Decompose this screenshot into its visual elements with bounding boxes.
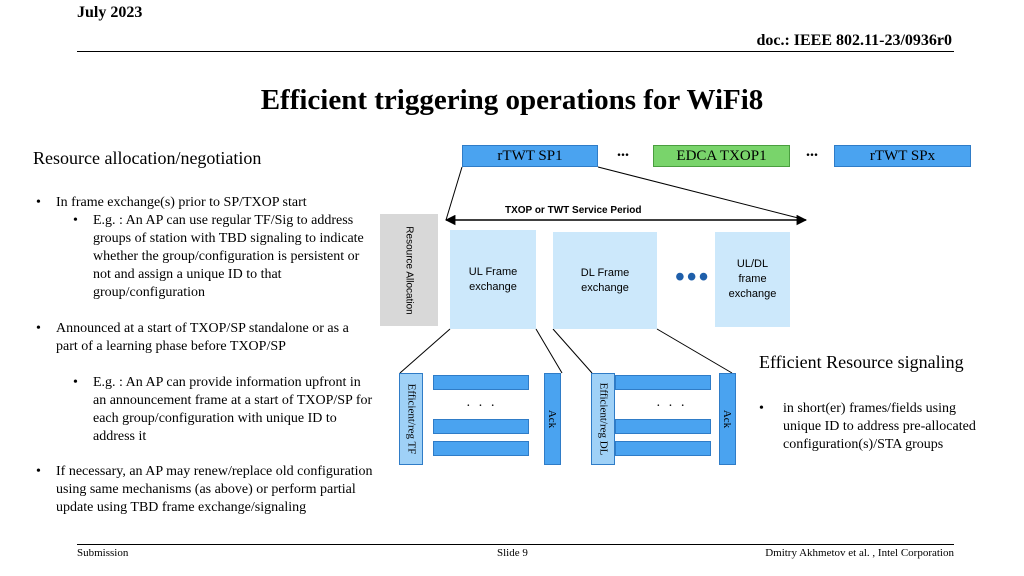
bullet-mark: • <box>36 195 41 210</box>
ul-ack-box: Ack <box>544 373 561 465</box>
edca-txop1-box: EDCA TXOP1 <box>653 145 790 167</box>
ul-ppdu-3 <box>433 441 529 456</box>
left-bullet-2: • Announced at a start of TXOP/SP standa… <box>36 320 374 356</box>
dl-ppdu-ellipsis: · · · <box>656 399 687 414</box>
zoom-line-left <box>445 166 463 221</box>
efficient-dl-box: Efficient/reg DL <box>591 373 615 465</box>
header-date: July 2023 <box>77 4 143 21</box>
footer-divider <box>77 544 954 545</box>
dl-zoom-right <box>656 328 733 374</box>
left-bullet-2a-text: E.g. : An AP can provide information upf… <box>93 375 373 444</box>
dl-ppdu-3 <box>615 441 711 456</box>
frame-exchange-ellipsis: ••• <box>675 262 711 293</box>
dl-ppdu-1 <box>615 375 711 390</box>
efficient-dl-text: Efficient/reg DL <box>597 382 610 456</box>
footer-slide-number: Slide 9 <box>497 547 528 559</box>
ul-dl-frame-exchange-text: UL/DL frame exchange <box>728 258 777 300</box>
ul-ppdu-ellipsis: · · · <box>466 399 497 414</box>
left-bullet-1-text: In frame exchange(s) prior to SP/TXOP st… <box>56 195 307 210</box>
left-bullet-1a-text: E.g. : An AP can use regular TF/Sig to a… <box>93 213 364 300</box>
dl-ack-text: Ack <box>721 409 734 429</box>
resource-allocation-text: Resource Allocation <box>403 225 415 315</box>
header-doc-id: doc.: IEEE 802.11-23/0936r0 <box>756 32 952 49</box>
left-bullet-1a: • E.g. : An AP can use regular TF/Sig to… <box>73 212 376 302</box>
header-divider <box>77 51 954 52</box>
left-bullet-2a: • E.g. : An AP can provide information u… <box>73 374 373 446</box>
resource-allocation-box <box>380 214 438 326</box>
footer-submission: Submission <box>77 547 129 559</box>
ul-zoom-right <box>535 328 563 374</box>
left-heading: Resource allocation/negotiation <box>33 148 262 168</box>
left-bullet-1: • In frame exchange(s) prior to SP/TXOP … <box>36 194 376 212</box>
ellipsis-1: ... <box>617 143 629 160</box>
bullet-mark: • <box>36 321 41 336</box>
right-heading: Efficient Resource signaling <box>759 352 964 372</box>
bullet-mark: • <box>759 401 764 416</box>
ul-ack-text: Ack <box>546 409 559 429</box>
left-bullet-3: • If necessary, an AP may renew/replace … <box>36 463 374 517</box>
right-bullet-1: • in short(er) frames/fields using uniqu… <box>759 400 993 454</box>
bullet-mark: • <box>73 375 78 390</box>
bullet-mark: • <box>36 464 41 479</box>
ellipsis-2: ... <box>806 143 818 160</box>
ul-dl-frame-exchange-box: UL/DL frame exchange <box>715 232 790 327</box>
dl-ppdu-2 <box>615 419 711 434</box>
efficient-tf-text: Efficient/reg TF <box>405 383 417 455</box>
dl-zoom-left <box>552 328 593 374</box>
dl-ack-box: Ack <box>719 373 736 465</box>
resource-allocation-label: Resource Allocation <box>380 214 438 326</box>
ul-frame-exchange-box: UL Frame exchange <box>450 230 536 329</box>
ul-zoom-left <box>399 328 451 374</box>
ul-ppdu-2 <box>433 419 529 434</box>
dl-frame-exchange-box: DL Frame exchange <box>553 232 657 329</box>
efficient-tf-box: Efficient/reg TF <box>399 373 423 465</box>
rtwt-sp1-box: rTWT SP1 <box>462 145 598 167</box>
footer-authors: Dmitry Akhmetov et al. , Intel Corporati… <box>765 547 954 559</box>
slide-title: Efficient triggering operations for WiFi… <box>260 84 764 116</box>
zoom-line-right <box>597 166 807 221</box>
left-bullet-2-text: Announced at a start of TXOP/SP standalo… <box>56 321 349 354</box>
ul-frame-exchange-text: UL Frame exchange <box>468 265 518 293</box>
right-bullet-1-text: in short(er) frames/fields using unique … <box>783 401 976 452</box>
rtwt-spx-box: rTWT SPx <box>834 145 971 167</box>
ul-ppdu-1 <box>433 375 529 390</box>
txop-period-label: TXOP or TWT Service Period <box>505 205 642 216</box>
bullet-mark: • <box>73 213 78 228</box>
dl-frame-exchange-text: DL Frame exchange <box>580 266 630 294</box>
left-bullet-3-text: If necessary, an AP may renew/replace ol… <box>56 464 373 515</box>
